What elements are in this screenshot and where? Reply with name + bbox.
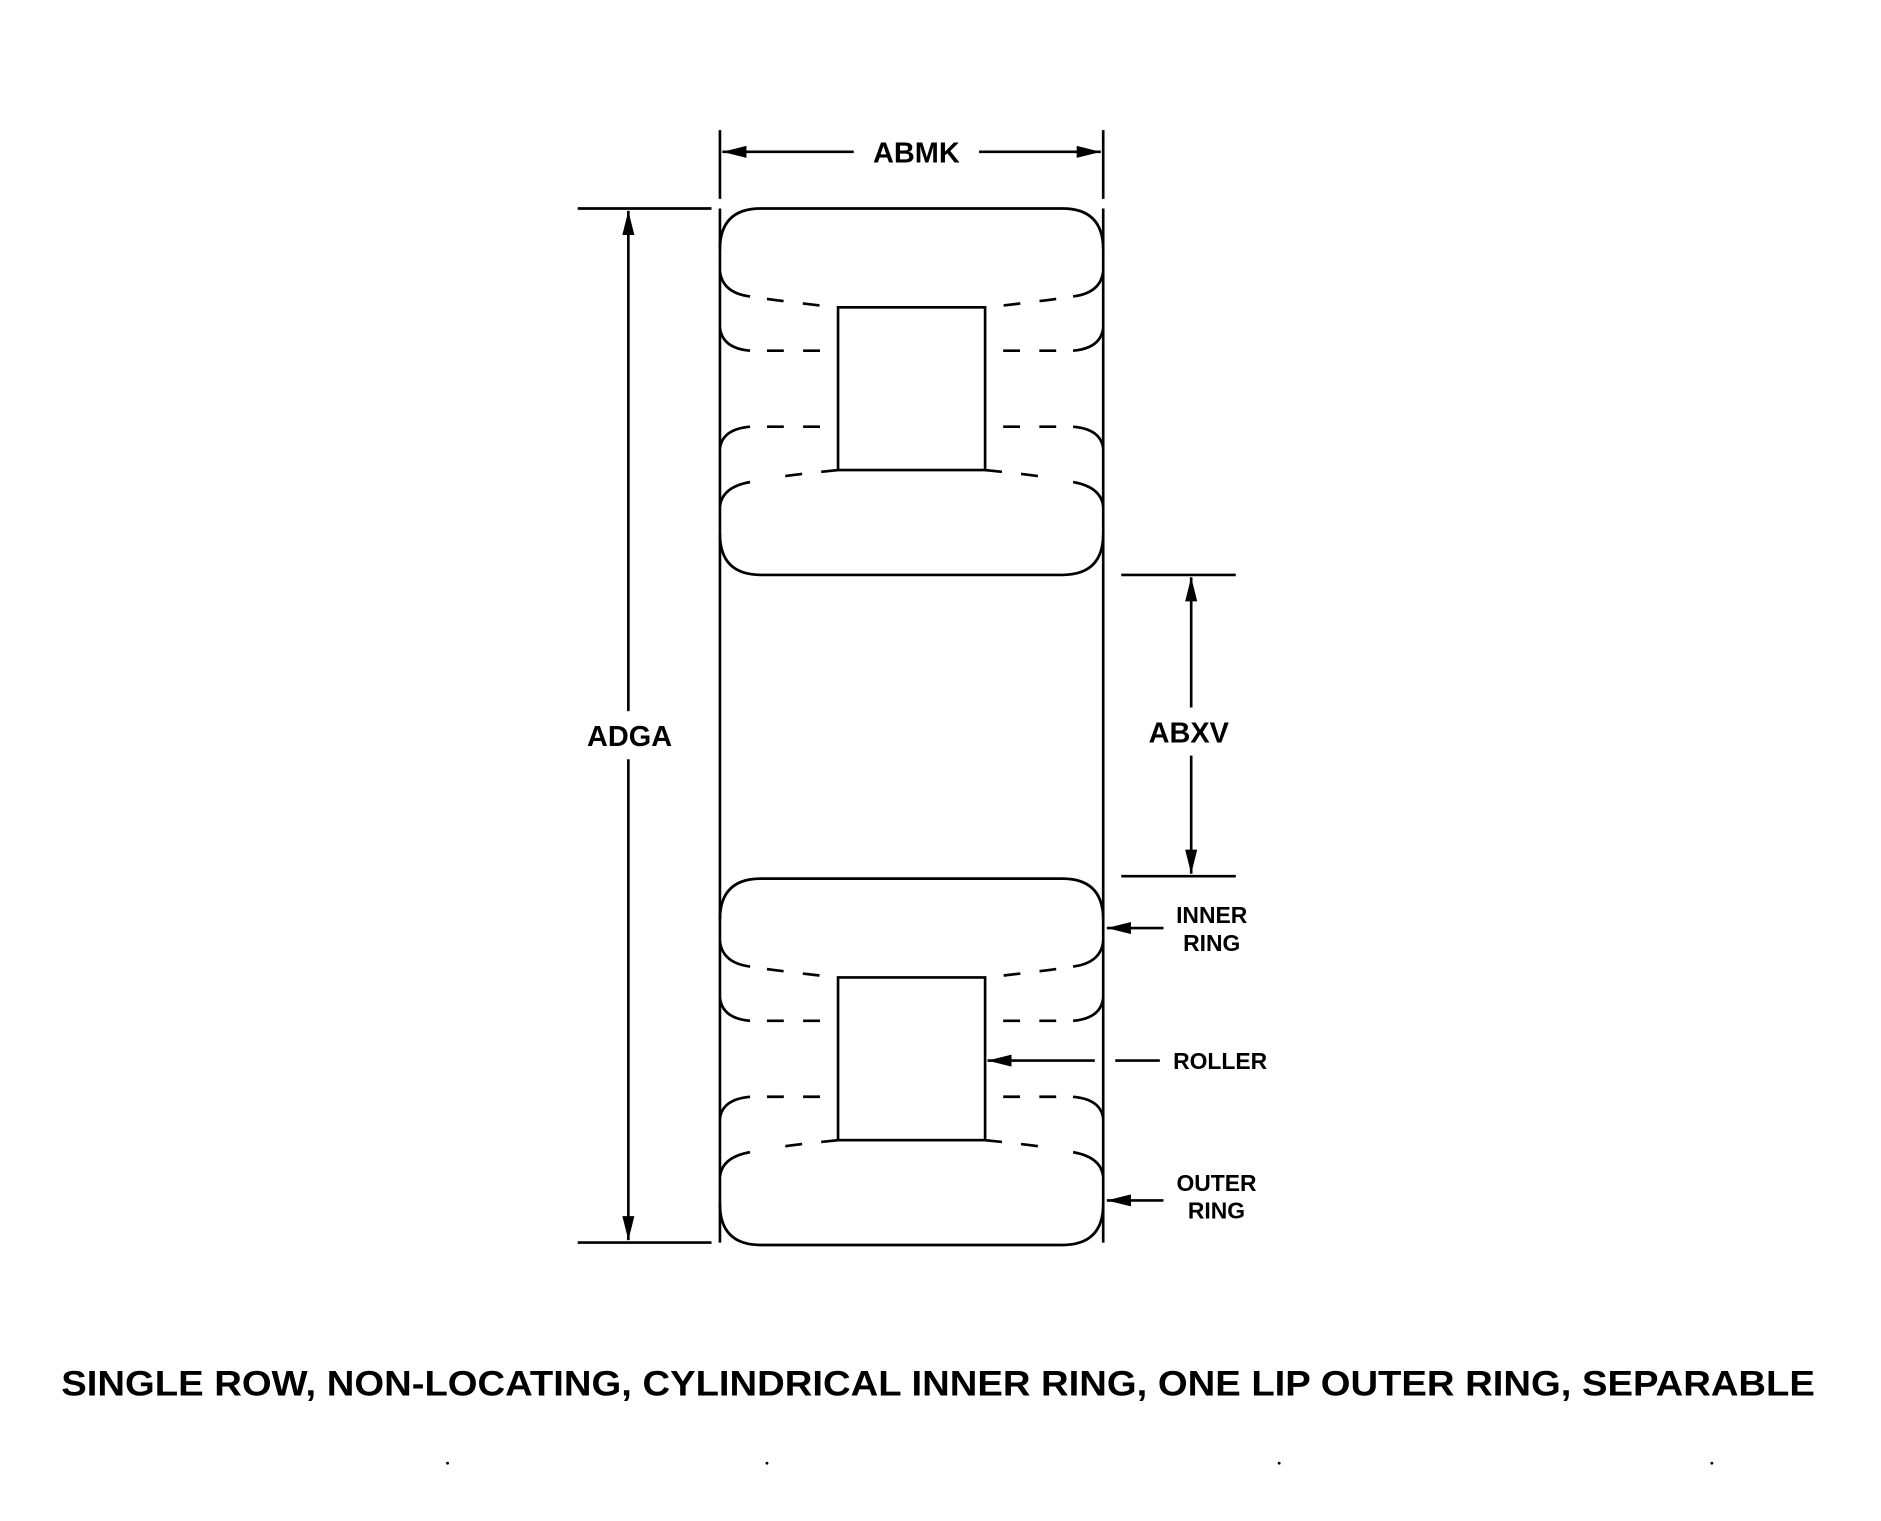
outer-ring-label-line1: OUTER (1176, 1170, 1257, 1196)
outside-diameter-label: ADGA (587, 721, 672, 753)
upper-cross-section (718, 207, 1105, 577)
roller-callout: ROLLER (987, 1048, 1268, 1074)
inner-ring-label-line1: INNER (1176, 902, 1248, 928)
outside-diameter-dimension: ADGA (577, 207, 712, 1244)
diagram-caption: SINGLE ROW, NON-LOCATING, CYLINDRICAL IN… (61, 1365, 1815, 1404)
stray-dots (446, 1461, 1714, 1465)
bore-label: ABXV (1149, 717, 1230, 749)
outer-ring-label-line2: RING (1188, 1197, 1245, 1223)
inner-ring-callout: INNER RING (1106, 902, 1248, 956)
bore-dimension: ABXV (1121, 573, 1236, 878)
inner-ring-label-line2: RING (1183, 930, 1240, 956)
outer-ring-callout: OUTER RING (1106, 1170, 1257, 1223)
roller-label: ROLLER (1173, 1048, 1268, 1074)
width-label: ABMK (873, 138, 960, 170)
width-dimension: ABMK (718, 130, 1105, 199)
